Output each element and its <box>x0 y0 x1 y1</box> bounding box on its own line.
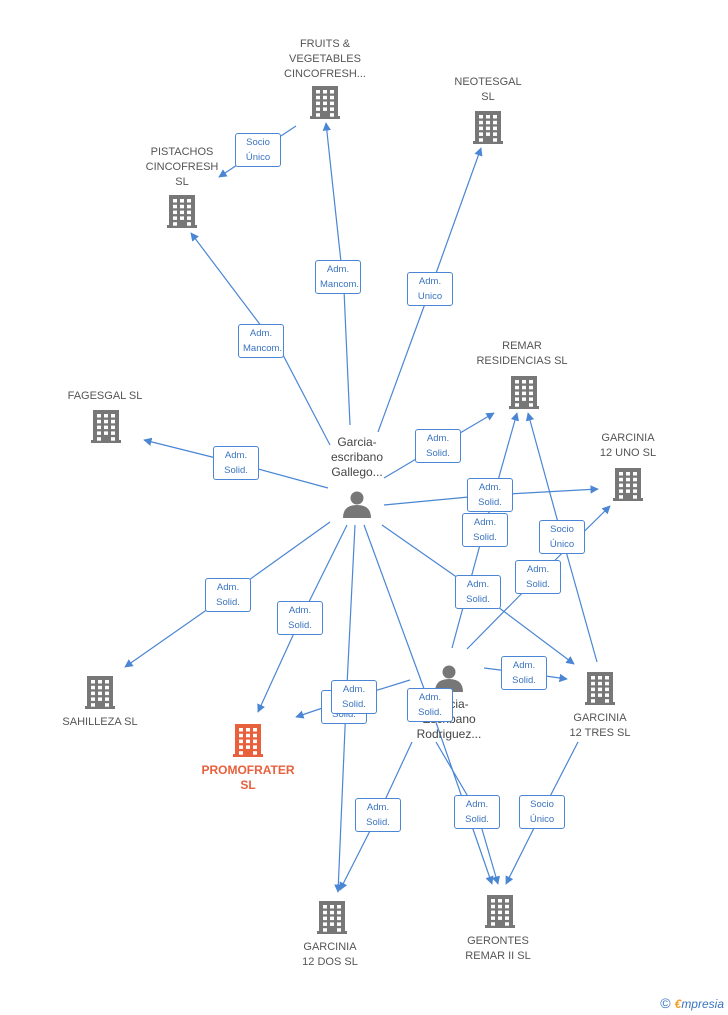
building-icon[interactable] <box>85 676 115 709</box>
building-icon[interactable] <box>485 895 515 928</box>
relation-label[interactable]: Adm. Solid. <box>213 446 259 480</box>
copyright-symbol: © <box>660 995 671 1011</box>
relation-label[interactable]: Socio Único <box>539 520 585 554</box>
company-label-g12dos[interactable]: GARCINIA 12 DOS SL <box>302 941 358 968</box>
company-label-gerontes[interactable]: GERONTES REMAR II SL <box>465 935 531 962</box>
brand-logo-e: € <box>674 997 682 1011</box>
brand-name: mpresia <box>681 997 724 1011</box>
relation-label[interactable]: Adm. Solid. <box>515 560 561 594</box>
company-label-promofrater[interactable]: PROMOFRATER SL <box>201 763 295 792</box>
relation-label[interactable]: Adm. Unico <box>407 272 453 306</box>
person-label-p1[interactable]: Garcia- escribano Gallego... <box>330 435 384 479</box>
company-label-g12tres[interactable]: GARCINIA 12 TRES SL <box>569 712 631 739</box>
relation-label[interactable]: Adm. Solid. <box>501 656 547 690</box>
building-icon[interactable] <box>91 410 121 443</box>
brand-footer[interactable]: ©€mpresia <box>660 995 724 1011</box>
person-icon[interactable] <box>343 491 371 519</box>
relation-label[interactable]: Socio Único <box>519 795 565 829</box>
building-icon[interactable] <box>613 468 643 501</box>
relation-label[interactable]: Adm. Mancom. <box>315 260 361 294</box>
company-label-fruits[interactable]: FRUITS & VEGETABLES CINCOFRESH... <box>284 38 366 80</box>
building-icon[interactable] <box>167 195 197 228</box>
company-label-fagesgal[interactable]: FAGESGAL SL <box>67 390 143 402</box>
relation-label[interactable]: Adm. Solid. <box>407 688 453 722</box>
relation-label[interactable]: Adm. Mancom. <box>238 324 284 358</box>
building-icon[interactable] <box>317 901 347 934</box>
relation-label[interactable]: Adm. Solid. <box>331 680 377 714</box>
relation-label[interactable]: Socio Único <box>235 133 281 167</box>
company-label-pistachos[interactable]: PISTACHOS CINCOFRESH SL <box>145 146 219 188</box>
relation-label[interactable]: Adm. Solid. <box>205 578 251 612</box>
building-icon[interactable] <box>233 724 263 757</box>
building-icon[interactable] <box>310 86 340 119</box>
company-label-g12uno[interactable]: GARCINIA 12 UNO SL <box>599 432 657 459</box>
relation-label[interactable]: Adm. Solid. <box>455 575 501 609</box>
relation-label[interactable]: Adm. Solid. <box>454 795 500 829</box>
relation-label[interactable]: Adm. Solid. <box>277 601 323 635</box>
relation-label[interactable]: Adm. Solid. <box>415 429 461 463</box>
building-icon[interactable] <box>585 672 615 705</box>
company-label-neotesgal[interactable]: NEOTESGAL SL <box>454 76 522 103</box>
relation-label[interactable]: Adm. Solid. <box>462 513 508 547</box>
building-icon[interactable] <box>473 111 503 144</box>
company-label-remar_res[interactable]: REMAR RESIDENCIAS SL <box>476 340 568 367</box>
company-label-sahilleza[interactable]: SAHILLEZA SL <box>62 716 138 728</box>
relation-label[interactable]: Adm. Solid. <box>355 798 401 832</box>
building-icon[interactable] <box>509 376 539 409</box>
relation-label[interactable]: Adm. Solid. <box>467 478 513 512</box>
